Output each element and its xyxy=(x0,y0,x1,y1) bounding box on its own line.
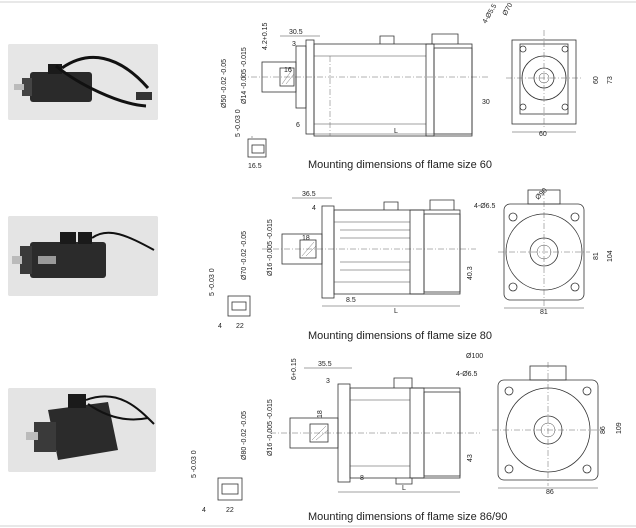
flange-dia-80: Ø70 -0.02 -0.05 xyxy=(241,231,248,280)
center-h-80: 40.3 xyxy=(467,266,474,280)
dim-3-86: 3 xyxy=(326,378,330,385)
shaft-dia-60: Ø14 -0.005 -0.015 xyxy=(241,47,248,104)
side-view-60: 16.5 5 -0.03 0 L 30.5 3 16 6 30 4.2+0.15… xyxy=(221,22,490,170)
key-detail-60 xyxy=(247,138,267,158)
key-s-80: 4 xyxy=(218,323,222,330)
dim-355: 35.5 xyxy=(318,361,332,368)
dim-365: 36.5 xyxy=(302,191,316,198)
pcd-90: Ø90 xyxy=(534,187,548,201)
flange-t-80: 8.5 xyxy=(346,297,356,304)
pcd-100: Ø100 xyxy=(466,353,483,360)
length-80: L xyxy=(394,308,398,315)
center-h-60: 30 xyxy=(482,99,490,106)
front-width-80: 81 xyxy=(540,309,548,316)
key-width-86: 22 xyxy=(226,507,234,514)
key-tol-86: 5 -0.03 0 xyxy=(191,450,198,478)
shaft-dia-80: Ø16 -0.005 -0.015 xyxy=(267,219,274,276)
key-len-80: 18 xyxy=(302,235,310,242)
dim-6-86: 6+0.15 xyxy=(291,358,298,380)
flange-t-86: 8 xyxy=(360,475,364,482)
key-len-60: 16 xyxy=(284,67,292,74)
dim-305: 30.5 xyxy=(289,29,303,36)
flange-t-60: 6 xyxy=(296,122,300,129)
dim-3-60: 3 xyxy=(292,41,296,48)
height-73: 73 xyxy=(607,76,614,84)
key-width-80: 22 xyxy=(236,323,244,330)
height-60: 60 xyxy=(593,76,600,84)
flange-dia-86: Ø80 -0.02 -0.05 xyxy=(241,411,248,460)
side-view-80: 22 4 5 -0.03 0 L 36.5 4 18 8.5 40.3 Ø70 … xyxy=(209,191,476,330)
center-h-86: 43 xyxy=(467,454,474,462)
key-tol-80: 5 -0.03 0 xyxy=(209,268,216,296)
shaft-dia-86: Ø16 -0.005 -0.015 xyxy=(267,399,274,456)
flange-dia-60: Ø50 -0.02 -0.05 xyxy=(221,59,228,108)
front-view-86: 86 86 109 Ø100 4-Ø6.5 xyxy=(456,353,623,496)
holes-80: 4-Ø6.5 xyxy=(474,203,496,210)
motor-photo-60 xyxy=(8,44,158,120)
key-width-60: 16.5 xyxy=(248,163,262,170)
dim-4-80: 4 xyxy=(312,205,316,212)
caption-60: Mounting dimensions of flame size 60 xyxy=(308,159,492,171)
height-81: 81 xyxy=(593,252,600,260)
height-86: 86 xyxy=(600,426,607,434)
front-view-80: 81 81 104 Ø90 4-Ø6.5 xyxy=(474,187,614,316)
front-width-86: 86 xyxy=(546,489,554,496)
length-60: L xyxy=(394,128,398,135)
pcd-70: Ø70 xyxy=(502,2,515,17)
motor-80-image xyxy=(8,216,158,296)
front-view-60: 60 60 73 Ø70 4-Ø5.5 xyxy=(482,2,614,138)
holes-86: 4-Ø6.5 xyxy=(456,371,478,378)
dim-42-60: 4.2+0.15 xyxy=(262,22,269,50)
motor-86-image xyxy=(8,388,156,472)
length-86: L xyxy=(402,485,406,492)
key-detail-80 xyxy=(227,295,251,317)
key-tol-60: 5 -0.03 0 xyxy=(235,109,242,137)
caption-80: Mounting dimensions of flame size 80 xyxy=(308,330,492,342)
motor-photo-86 xyxy=(8,388,156,472)
motor-photo-80 xyxy=(8,216,158,296)
key-s-86: 4 xyxy=(202,507,206,514)
height-109: 109 xyxy=(616,422,623,434)
holes-60: 4-Ø5.5 xyxy=(482,3,499,25)
front-width-60: 60 xyxy=(539,131,547,138)
motor-60-image xyxy=(8,44,158,120)
caption-86: Mounting dimensions of flame size 86/90 xyxy=(308,511,507,523)
key-len-86: 18 xyxy=(317,410,324,418)
key-detail-86 xyxy=(217,477,243,501)
side-view-86: 22 4 5 -0.03 0 L 35.5 3 18 8 43 6+0.15 Ø… xyxy=(191,358,480,514)
height-104: 104 xyxy=(607,250,614,262)
